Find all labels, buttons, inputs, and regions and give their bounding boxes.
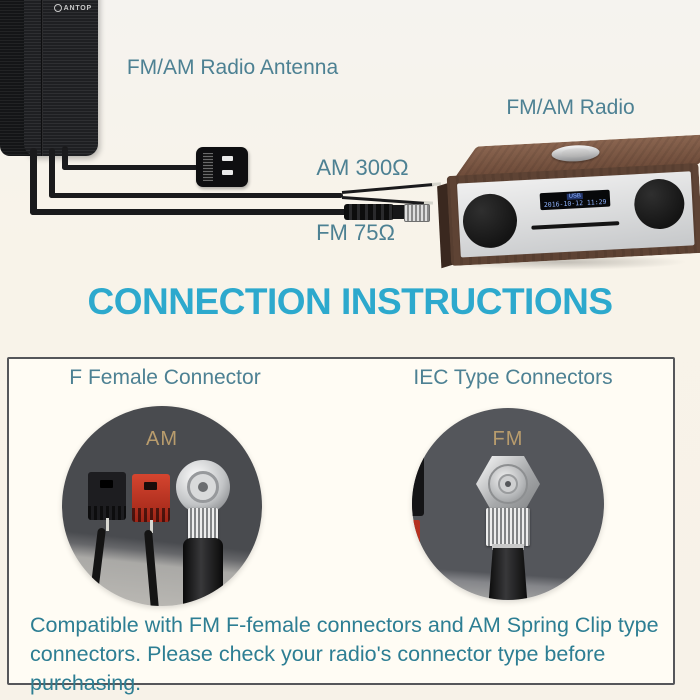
edge-clip-red xyxy=(412,520,420,556)
antenna-seam xyxy=(41,0,43,156)
spring-clip-black-hole xyxy=(100,480,113,488)
iec-collar xyxy=(492,544,524,550)
right-section-title: IEC Type Connectors xyxy=(413,366,613,389)
compatibility-note: Compatible with FM F-female connectors a… xyxy=(30,611,664,699)
radio-knob-inner xyxy=(561,147,590,159)
antop-logo-icon xyxy=(53,4,62,12)
clip-wire-lead-2 xyxy=(150,520,153,533)
iec-plug-black-body xyxy=(488,548,528,600)
am-matching-adapter xyxy=(196,147,248,187)
compatibility-note-line1: Compatible with FM F-female connectors a… xyxy=(30,613,659,637)
fm-port-label: FM xyxy=(492,428,524,450)
antenna-label: FM/AM Radio Antenna xyxy=(126,56,339,79)
fm-cable-run xyxy=(30,209,348,215)
page-title: CONNECTION INSTRUCTIONS xyxy=(87,281,614,322)
fm-cable-label: FM 75Ω xyxy=(316,220,395,245)
f-female-port-pin xyxy=(198,482,208,492)
spring-clip-black xyxy=(88,472,126,520)
radio-display-datetime: 2016-10-12 11:29 xyxy=(543,197,607,209)
antop-logo-text: ANTOP xyxy=(63,4,92,12)
am-twin-wire-upper xyxy=(341,182,434,194)
spring-clip-red xyxy=(132,474,170,522)
f-plug-knurled-barrel xyxy=(188,508,218,540)
adapter-cable xyxy=(62,165,198,170)
iec-connector-ring xyxy=(488,464,528,504)
spring-clip-black-ridges xyxy=(88,506,126,520)
compatibility-note-line2: connectors. Please check your radio's co… xyxy=(30,642,606,696)
fm-connector-photo: FM xyxy=(412,408,604,600)
antenna-cable-vertical-2 xyxy=(49,148,55,198)
am-cable-run xyxy=(49,193,343,198)
adapter-slot-top xyxy=(222,156,233,161)
iec-connector-pin xyxy=(505,481,511,487)
radio-label: FM/AM Radio xyxy=(506,96,635,119)
antenna-cable-vertical-3 xyxy=(62,146,68,170)
clip-wire-2 xyxy=(144,529,161,606)
fm-connector-body xyxy=(344,204,394,220)
clip-wire-lead-1 xyxy=(106,518,109,531)
antop-logo: ANTOP xyxy=(53,4,92,12)
am-cable-label: AM 300Ω xyxy=(316,155,409,180)
adapter-slot-bottom xyxy=(222,170,233,175)
am-connector-photo: AM xyxy=(62,406,262,606)
fm-connector-tip xyxy=(404,204,430,222)
radio-graphic: USB 2016-10-12 11:29 xyxy=(425,123,700,277)
antenna-cable-vertical-1 xyxy=(30,148,37,215)
antenna-front-panel: ANTOP xyxy=(24,0,98,156)
adapter-label-sticker xyxy=(203,153,213,181)
fm-connector-collar xyxy=(393,205,405,219)
edge-clip-black xyxy=(412,454,424,516)
spring-clip-red-ridges xyxy=(132,508,170,522)
am-port-label: AM xyxy=(146,428,178,450)
antenna-graphic: ANTOP xyxy=(0,0,110,230)
iec-knurled-barrel xyxy=(486,508,530,546)
spring-clip-red-hole xyxy=(144,482,157,490)
f-plug-black-body xyxy=(183,538,223,606)
left-section-title: F Female Connector xyxy=(69,366,261,389)
